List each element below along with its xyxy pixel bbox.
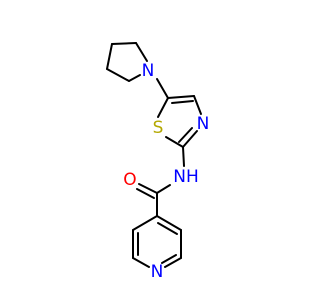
pyridine-nitrogen-label: N (151, 262, 164, 282)
molecule-structure: N S N NH O N (106, 42, 210, 282)
thiazole-nitrogen-label: N (197, 114, 210, 134)
bond-pyrrolidine-c3-c4 (106, 68, 130, 82)
bond-pyridine-c4-c5 (156, 215, 182, 231)
bond-pyridine-c6-n-double (161, 254, 177, 264)
bond-carbonyl-o-double (136, 188, 155, 199)
carbonyl-oxygen-label: O (123, 170, 136, 190)
bond-thiazole-c5-c4-double (171, 100, 194, 104)
pyrrolidine-nitrogen-label: N (142, 61, 155, 81)
bond-pyridine-c6-n (164, 257, 182, 268)
bond-pyrrolidine-c1-c2 (111, 42, 137, 45)
bond-carbonyl-o (138, 183, 158, 194)
bond-pyrrolidine-n-thiazole-c5 (156, 78, 169, 99)
bond-thiazole-c2-s (165, 136, 184, 148)
bond-pyrrolidine-c4-n (128, 74, 141, 82)
bond-thiazole-c5-c4 (167, 95, 195, 99)
molecule-diagram: N S N NH O N (106, 42, 210, 282)
bond-thiazole-c4-n (193, 95, 202, 115)
bond-pyridine-c4-c5-double (157, 222, 178, 235)
bond-pyridine-c4-c3 (132, 215, 158, 231)
bond-thiazole-n-c2 (182, 130, 198, 148)
bond-nh-carbonyl (156, 184, 171, 194)
thiazole-sulfur-label: S (153, 118, 164, 138)
bond-thiazole-s-c5 (157, 97, 169, 118)
bond-pyrrolidine-c2-c3 (106, 43, 113, 70)
bond-pyrrolidine-n-c1 (135, 42, 148, 62)
bond-thiazole-n-c2-double (178, 127, 193, 143)
amide-nh-label: NH (173, 167, 199, 187)
bond-pyridine-c2-n (132, 257, 150, 268)
bond-thiazole-c2-nh (182, 146, 185, 167)
